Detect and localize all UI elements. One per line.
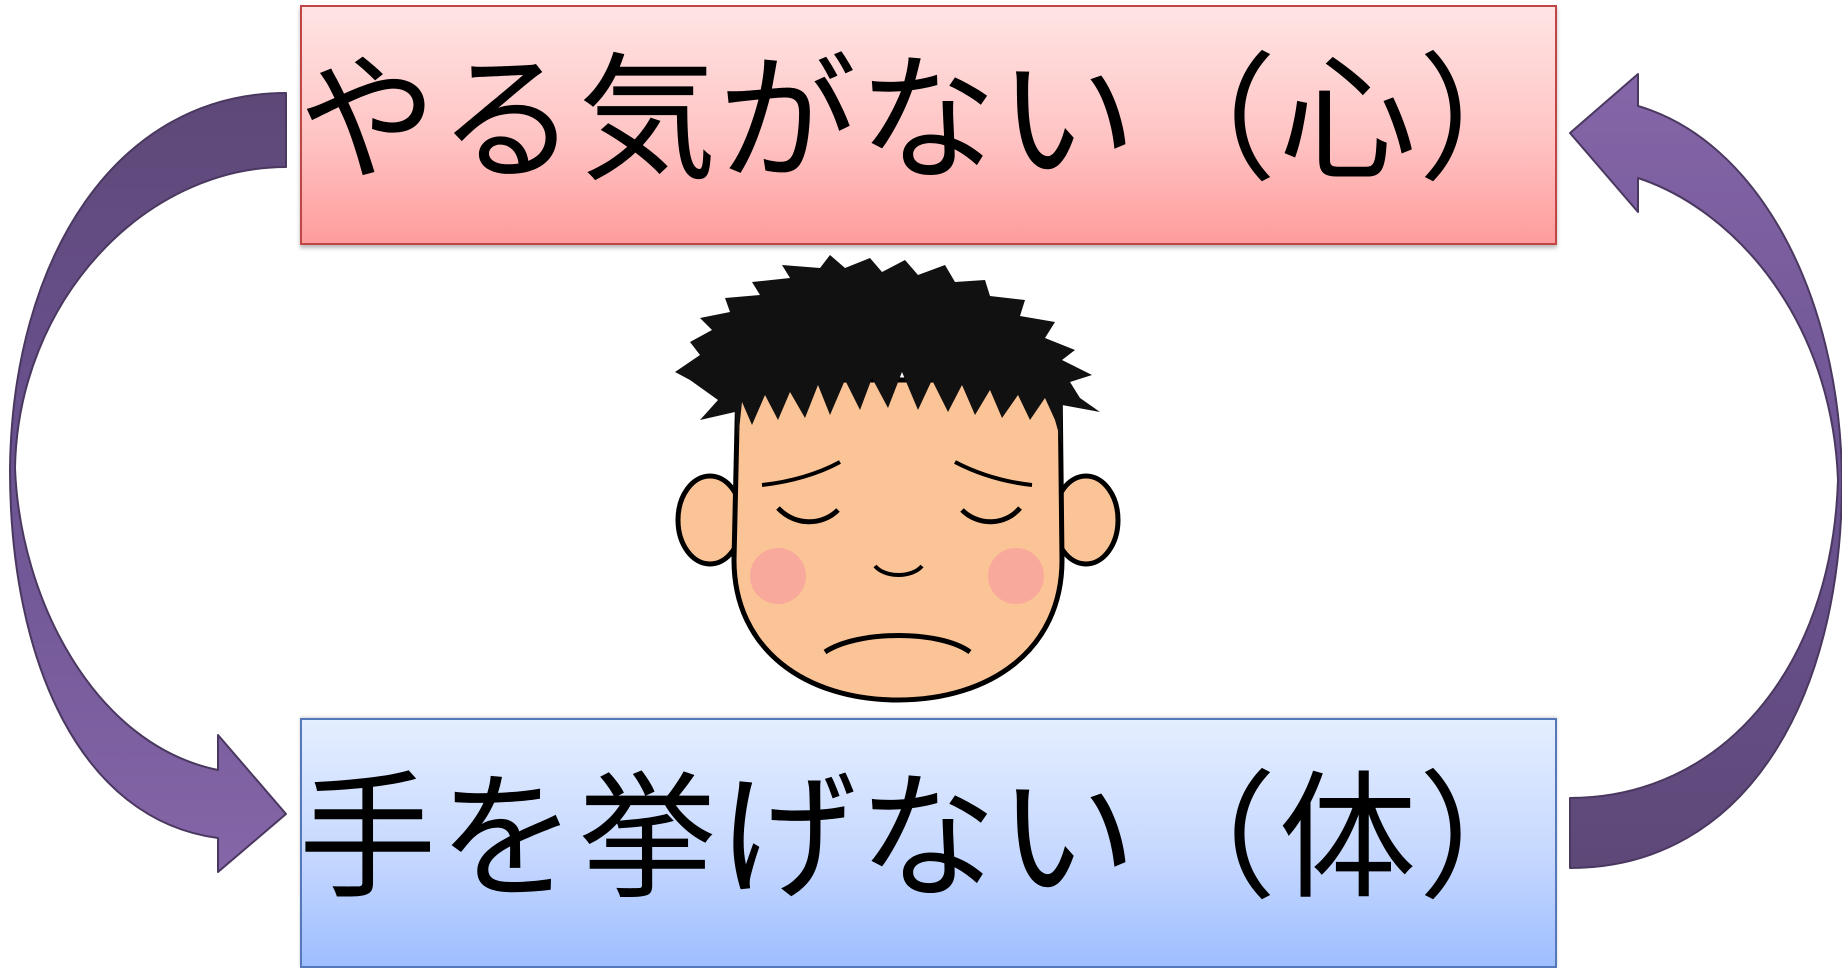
left-cheek — [750, 548, 806, 604]
top-box-motivation: やる気がない（心） — [298, 5, 1559, 245]
curved-arrow-right-icon — [1569, 73, 1842, 869]
hair-shape — [675, 255, 1100, 445]
right-cheek — [988, 548, 1044, 604]
left-eyebrow — [761, 460, 841, 487]
nose — [873, 564, 924, 577]
left-eye — [776, 506, 840, 525]
face-shape — [731, 377, 1065, 703]
right-eye — [960, 506, 1022, 525]
top-box-label: やる気がない（心） — [298, 40, 1559, 201]
bottom-box-label: 手を挙げない（体） — [298, 758, 1559, 919]
right-eyebrow — [954, 460, 1033, 487]
curved-arrow-left-icon — [9, 92, 287, 873]
frown-mouth — [823, 633, 972, 655]
